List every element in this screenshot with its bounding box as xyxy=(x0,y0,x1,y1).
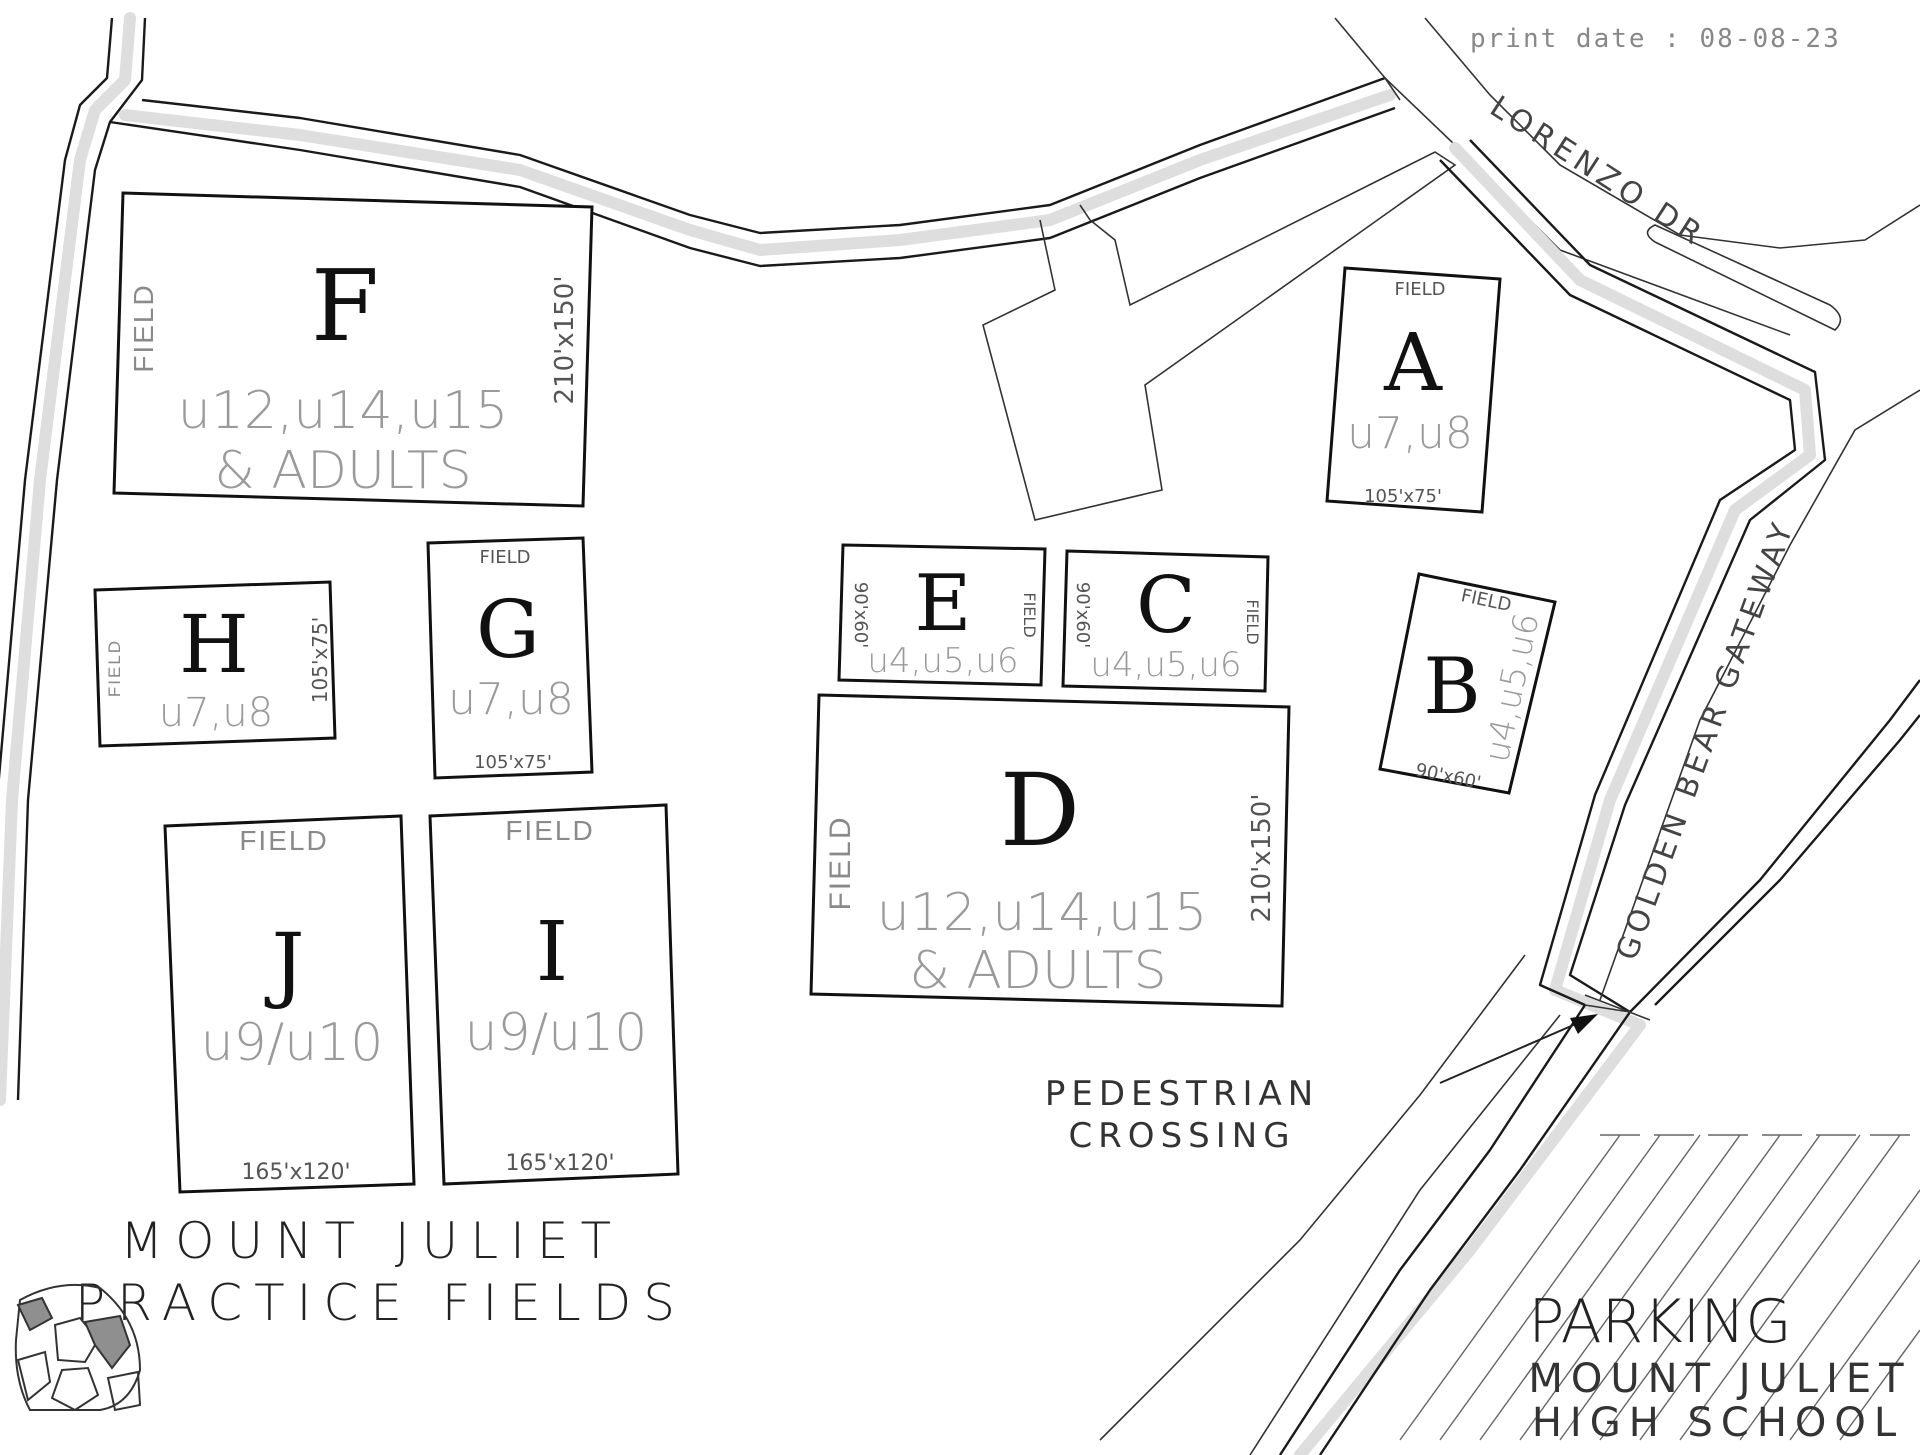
field-b[interactable]: B u4,u5,u6 FIELD 90'x60' xyxy=(1378,572,1557,795)
field-f-letter: F xyxy=(311,250,379,364)
field-i-letter: I xyxy=(536,905,568,1000)
field-f-ages-1: u12,u14,u15 xyxy=(178,381,508,441)
pedestrian-crossing-label-1: PEDESTRIAN xyxy=(1045,1074,1319,1114)
field-h-ages: u7,u8 xyxy=(159,690,273,736)
field-g-letter: G xyxy=(476,583,540,676)
field-i-label: FIELD xyxy=(505,815,594,846)
school-label-2: HIGH SCHOOL xyxy=(1532,1400,1904,1446)
field-d-size: 210'x150' xyxy=(1247,794,1277,923)
field-d-label: FIELD xyxy=(824,815,857,910)
field-h[interactable]: H u7,u8 FIELD 105'x75' xyxy=(93,580,337,748)
field-e-letter: E xyxy=(915,559,972,649)
field-e-ages: u4,u5,u6 xyxy=(867,641,1018,681)
field-j-size: 165'x120' xyxy=(241,1160,350,1185)
field-i-size: 165'x120' xyxy=(505,1151,614,1176)
field-j-label: FIELD xyxy=(239,825,328,856)
field-g[interactable]: G u7,u8 FIELD 105'x75' xyxy=(426,536,594,780)
field-g-label: FIELD xyxy=(480,547,531,568)
field-h-label: FIELD xyxy=(105,639,124,697)
field-j[interactable]: J u9/u10 FIELD 165'x120' xyxy=(163,814,416,1194)
field-j-ages: u9/u10 xyxy=(201,1013,384,1073)
field-c-label: FIELD xyxy=(1243,599,1262,644)
field-c[interactable]: C u4,u5,u6 90'x60' FIELD xyxy=(1061,549,1270,693)
field-b-letter: B xyxy=(1423,642,1480,732)
field-e-label: FIELD xyxy=(1020,592,1039,637)
street-lorenzo-dr: LORENZO DR xyxy=(1484,89,1712,254)
field-c-size: 90'x60' xyxy=(1072,582,1093,648)
school-label-1: MOUNT JULIET xyxy=(1528,1356,1911,1402)
field-a-size: 105'x75' xyxy=(1364,486,1442,507)
field-i[interactable]: I u9/u10 FIELD 165'x120' xyxy=(428,803,680,1186)
field-a-label: FIELD xyxy=(1395,279,1446,300)
field-g-size: 105'x75' xyxy=(474,752,552,773)
field-h-letter: H xyxy=(179,598,249,691)
field-i-ages: u9/u10 xyxy=(465,1003,648,1063)
roads xyxy=(0,12,1920,1455)
field-d-letter: D xyxy=(1000,752,1080,869)
field-f[interactable]: F u12,u14,u15 & ADULTS FIELD 210'x150' xyxy=(112,191,594,508)
field-d-ages-1: u12,u14,u15 xyxy=(877,883,1207,943)
field-f-ages-2: & ADULTS xyxy=(214,441,471,501)
field-d[interactable]: D u12,u14,u15 & ADULTS FIELD 210'x150' xyxy=(809,693,1291,1008)
parking-lot-hatch xyxy=(1399,1134,1920,1441)
print-date: print date : 08-08-23 xyxy=(1470,24,1841,54)
parking-label: PARKING xyxy=(1528,1287,1792,1357)
field-c-ages: u4,u5,u6 xyxy=(1090,645,1241,685)
field-a-letter: A xyxy=(1383,316,1443,409)
field-f-size: 210'x150' xyxy=(550,276,580,405)
map-title-line-2: PRACTICE FIELDS xyxy=(75,1274,687,1332)
pedestrian-crossing-label-2: CROSSING xyxy=(1068,1116,1295,1156)
field-j-letter: J xyxy=(265,917,305,1012)
field-g-ages: u7,u8 xyxy=(448,674,574,725)
map-title-line-1: MOUNT JULIET xyxy=(120,1212,623,1270)
field-e-size: 90'x60' xyxy=(850,582,871,648)
field-e[interactable]: E u4,u5,u6 90'x60' FIELD xyxy=(837,543,1047,687)
field-d-ages-2: & ADULTS xyxy=(909,941,1166,1001)
field-f-label: FIELD xyxy=(128,283,159,372)
field-c-letter: C xyxy=(1136,561,1196,651)
field-a-ages: u7,u8 xyxy=(1347,408,1473,459)
pedestrian-crossing-arrow xyxy=(1439,1014,1598,1084)
field-h-size: 105'x75' xyxy=(308,617,332,703)
field-a[interactable]: A u7,u8 FIELD 105'x75' xyxy=(1325,266,1502,514)
soccer-ball-icon xyxy=(14,1283,142,1412)
